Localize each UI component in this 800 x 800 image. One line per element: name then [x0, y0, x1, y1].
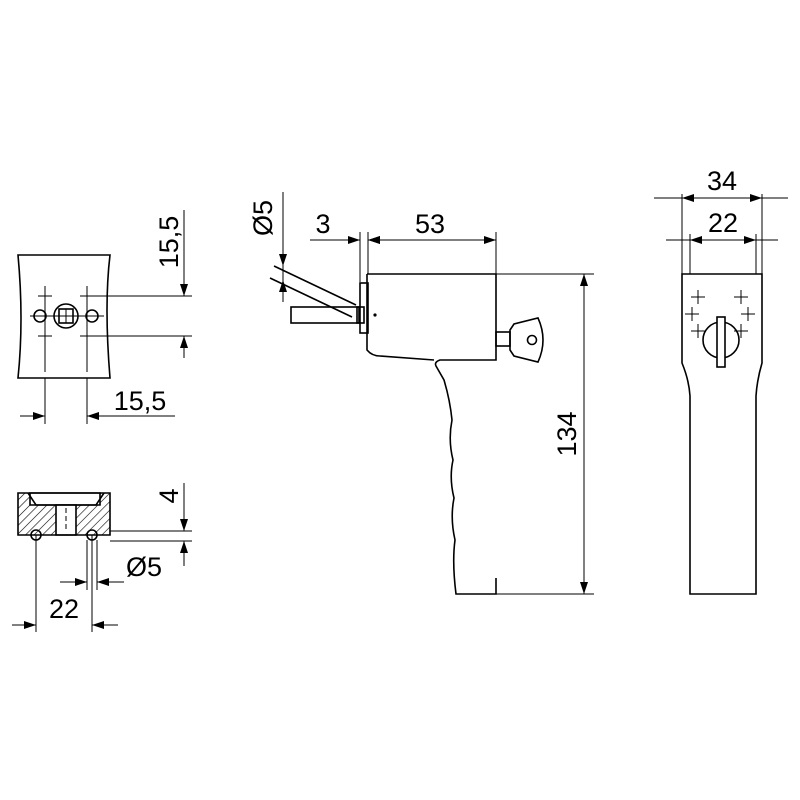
handle-front-view: 34 22	[654, 166, 788, 595]
handle-side-view: Ø5 3 53 134	[248, 192, 594, 595]
handle-body	[366, 273, 497, 595]
lock-cylinder	[702, 316, 740, 368]
dim-section-depth: 4	[154, 488, 184, 503]
key	[495, 317, 544, 363]
mounting-plate-view: 15,5 15,5	[17, 210, 192, 424]
front-hole-crosses	[685, 290, 755, 338]
dim-side-height: 134	[552, 411, 582, 456]
dim-front-outer-width: 34	[707, 166, 737, 196]
rosette	[359, 282, 369, 334]
dim-plate-vertical: 15,5	[154, 216, 184, 269]
dim-section-hole-diameter: Ø5	[126, 552, 162, 582]
dim-plate-horizontal: 15,5	[114, 386, 167, 416]
front-outline	[681, 273, 763, 595]
dim-section-width: 22	[49, 594, 79, 624]
spindle	[269, 265, 365, 324]
plate-outline	[17, 254, 111, 379]
dim-side-projection: 53	[415, 209, 445, 239]
dim-spindle-diameter: Ø5	[248, 200, 278, 236]
dim-front-inner-width: 22	[708, 208, 738, 238]
dim-side-offset: 3	[315, 209, 330, 239]
section-view: 4 Ø5 22	[12, 483, 192, 632]
section-outline	[17, 492, 111, 536]
